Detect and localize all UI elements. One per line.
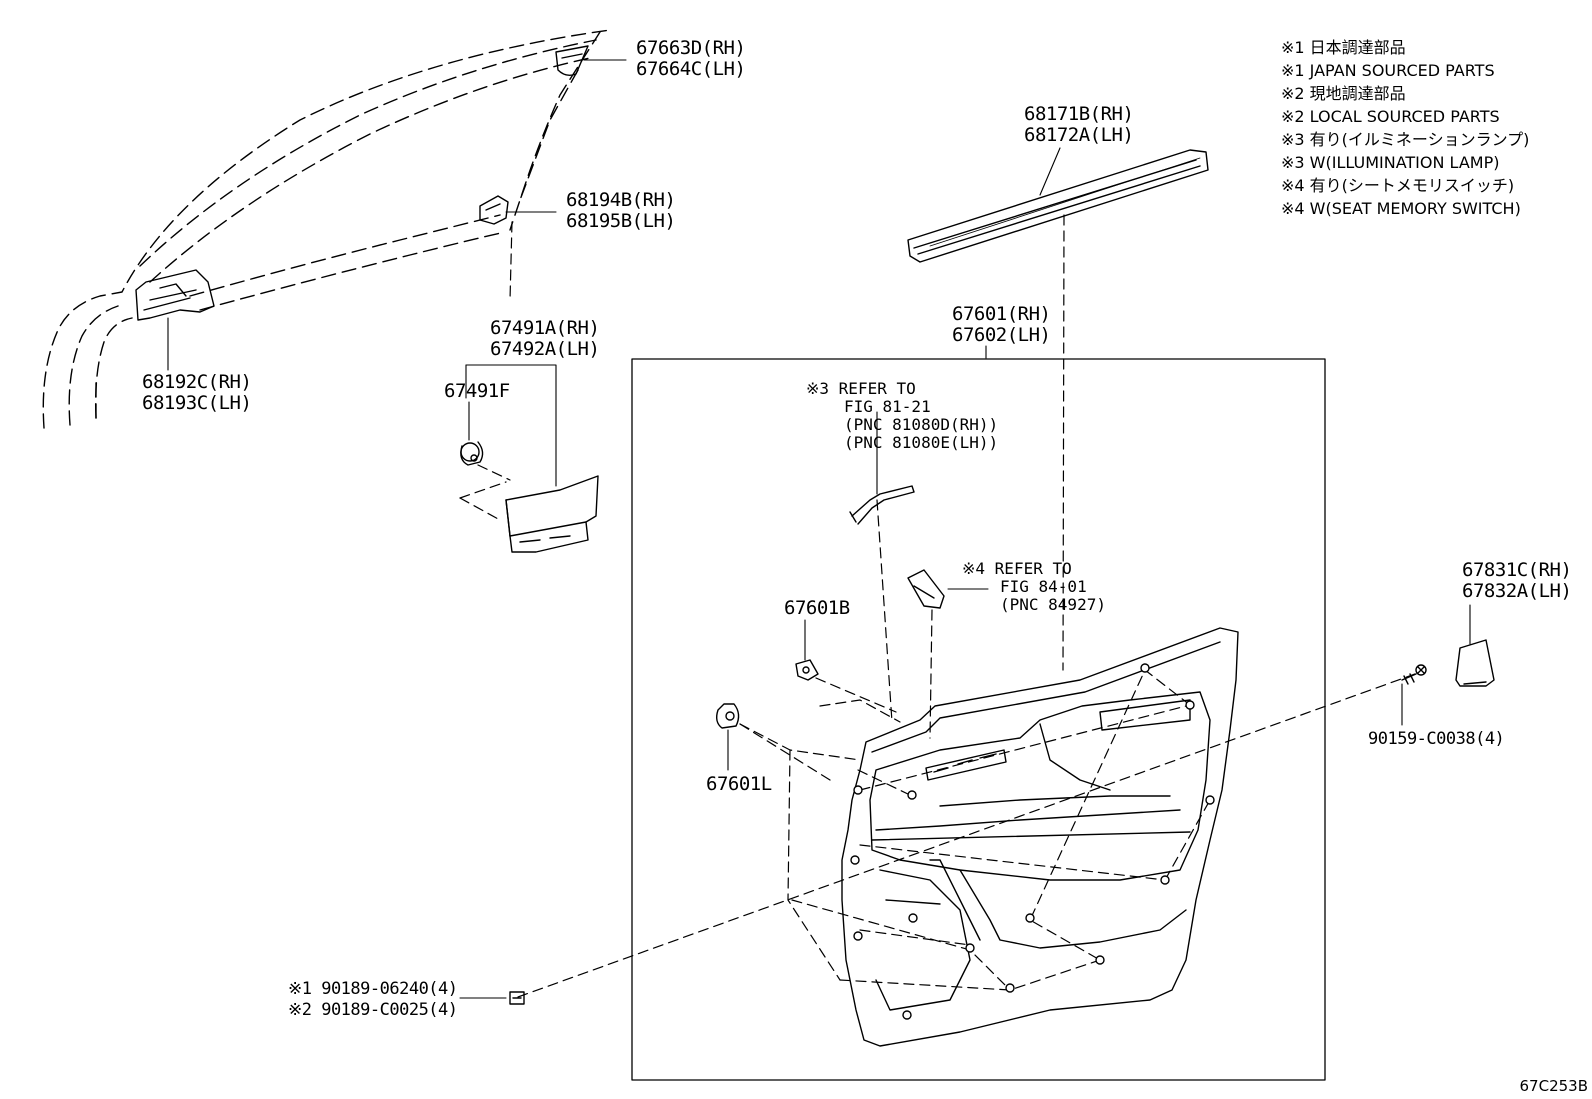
label-67491: 67491A(RH) 67492A(LH) [490, 317, 600, 360]
door-frame-outline [42, 29, 611, 429]
refer-note-4: ※4 REFER TO FIG 84-01 (PNC 84927) [962, 560, 1106, 614]
part-number-lh: 68195B(LH) [566, 210, 676, 232]
part-number-rh: 67831C(RH) [1462, 559, 1572, 581]
legend-item: ※3 有り(イルミネーションランプ) [1281, 130, 1530, 149]
part-number-lh: 67492A(LH) [490, 338, 600, 360]
part-number: 67601B [784, 597, 850, 619]
refer-note-3: ※3 REFER TO FIG 81-21 (PNC 81080D(RH)) (… [806, 380, 998, 452]
harness-81080 [849, 485, 915, 525]
label-68194: 68194B(RH) 68195B(LH) [566, 189, 676, 232]
refer-pnc: (PNC 81080E(LH)) [844, 433, 999, 452]
switch-84927 [907, 569, 945, 609]
refer-figure: FIG 84-01 [1000, 577, 1087, 596]
legend-item: ※2 LOCAL SOURCED PARTS [1281, 107, 1500, 126]
dashed-connector-lines [459, 214, 1416, 998]
legend-item: ※4 W(SEAT MEMORY SWITCH) [1281, 199, 1521, 218]
figure-code: 67C253B [1519, 1077, 1588, 1095]
bracket-67491 [505, 475, 599, 553]
part-number-japan: ※1 90189-06240(4) [288, 979, 458, 999]
refer-pnc: (PNC 84927) [1000, 595, 1106, 614]
refer-line: ※3 REFER TO [806, 379, 916, 398]
screw-90159 [1401, 664, 1427, 685]
label-67601b: 67601B [784, 598, 850, 619]
part-number: 67601L [706, 773, 772, 795]
part-number-lh: 67832A(LH) [1462, 580, 1572, 602]
leader-lines [167, 59, 1471, 999]
label-68171: 68171B(RH) 68172A(LH) [1024, 103, 1134, 146]
door-trim-panel [841, 627, 1239, 1047]
clip-90189 [509, 991, 525, 1005]
legend-item: ※4 有り(シートメモリスイッチ) [1281, 176, 1515, 195]
part-number-rh: 68194B(RH) [566, 189, 676, 211]
cover-67831 [1455, 639, 1495, 687]
part-number-rh: 67491A(RH) [490, 317, 600, 339]
part-number-lh: 67664C(LH) [636, 58, 746, 80]
label-67831: 67831C(RH) 67832A(LH) [1462, 559, 1572, 602]
legend: ※1 日本調達部品 ※1 JAPAN SOURCED PARTS ※2 現地調達… [1281, 36, 1529, 220]
grommet-67491f [460, 441, 484, 466]
part-number-rh: 67601(RH) [952, 303, 1051, 325]
part-number: 67491F [444, 380, 510, 402]
belt-moulding-68171 [907, 149, 1209, 263]
label-67601: 67601(RH) 67602(LH) [952, 303, 1051, 346]
seal-68192 [135, 269, 215, 321]
part-number: 90159-C0038(4) [1368, 729, 1505, 749]
refer-pnc: (PNC 81080D(RH)) [844, 415, 999, 434]
part-number-local: ※2 90189-C0025(4) [288, 1000, 458, 1020]
grommet-67601l [715, 703, 740, 729]
legend-item: ※1 日本調達部品 [1281, 38, 1406, 57]
refer-figure: FIG 81-21 [844, 397, 931, 416]
corner-piece-67663 [555, 45, 589, 77]
label-67601l: 67601L [706, 774, 772, 795]
part-number-lh: 67602(LH) [952, 324, 1051, 346]
part-number-rh: 68171B(RH) [1024, 103, 1134, 125]
label-68192: 68192C(RH) 68193C(LH) [142, 371, 252, 414]
legend-item: ※3 W(ILLUMINATION LAMP) [1281, 153, 1500, 172]
label-67491f: 67491F [444, 381, 510, 402]
label-90159: 90159-C0038(4) [1368, 729, 1505, 750]
part-number-lh: 68193C(LH) [142, 392, 252, 414]
part-number-rh: 67663D(RH) [636, 37, 746, 59]
fastener-markers [850, 663, 1215, 1020]
part-number-lh: 68172A(LH) [1024, 124, 1134, 146]
label-90189: ※1 90189-06240(4) ※2 90189-C0025(4) [288, 979, 458, 1021]
part-number-rh: 68192C(RH) [142, 371, 252, 393]
assembly-frame [631, 358, 1326, 1081]
clip-67601b [795, 659, 819, 681]
clip-68194 [479, 195, 509, 225]
legend-item: ※1 JAPAN SOURCED PARTS [1281, 61, 1495, 80]
legend-item: ※2 現地調達部品 [1281, 84, 1406, 103]
label-67663: 67663D(RH) 67664C(LH) [636, 37, 746, 80]
refer-line: ※4 REFER TO [962, 559, 1072, 578]
